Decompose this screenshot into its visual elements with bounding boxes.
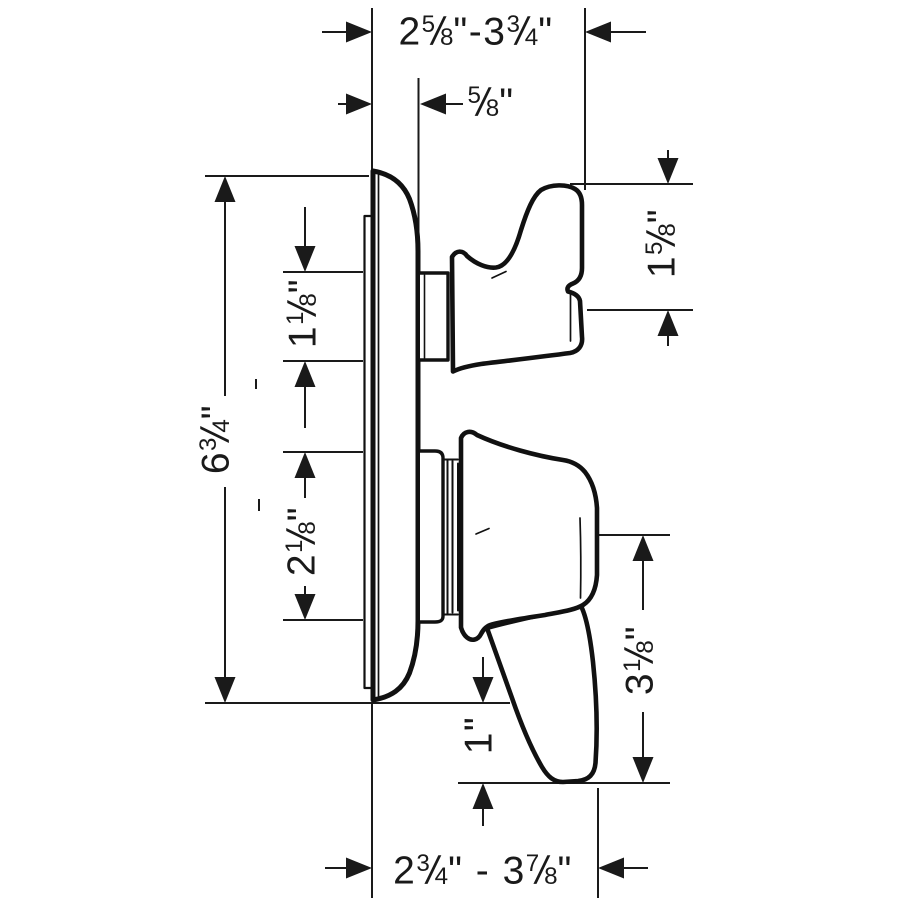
arrowhead-up [294, 361, 316, 387]
upper-handle [449, 183, 585, 374]
arrowhead-left [598, 857, 624, 879]
arrowhead-up [294, 452, 316, 478]
arrowhead-down [294, 594, 316, 620]
lower-handle-cone [458, 429, 600, 643]
lower-handle-rings-detail [442, 458, 459, 616]
arrowhead-down [657, 158, 679, 184]
lower-handle-lever [484, 603, 599, 785]
line-break-stubs [255, 379, 260, 511]
lower-handle-face-line [579, 517, 582, 599]
dim-plate-height-lines [205, 175, 510, 704]
upper-handle-tick [491, 270, 507, 279]
arrowhead-right [346, 21, 372, 43]
arrowhead-left [420, 93, 446, 115]
mounting-plate-edge [363, 214, 374, 690]
arrowhead-up [632, 535, 654, 561]
dim-lever-drop-lines [472, 657, 494, 826]
arrowhead-right [346, 857, 372, 879]
lower-handle-ring1 [418, 449, 445, 624]
arrowhead-down [472, 677, 494, 703]
lower-handle-tick [475, 527, 490, 535]
dim-plate-depth-lines [338, 78, 463, 248]
arrowhead-up [214, 176, 236, 202]
dim-bottom-width-lines [325, 702, 648, 898]
dim-lower-offset-lines [283, 451, 363, 621]
fixture-drawing [363, 168, 600, 785]
arrowhead-right [346, 93, 372, 115]
arrowhead-up [472, 783, 494, 809]
arrowhead-down [632, 757, 654, 783]
arrowhead-down [214, 677, 236, 703]
dim-upper-handle-height-lines [570, 150, 693, 346]
escutcheon-plate [370, 168, 421, 703]
upper-handle-hub [418, 271, 450, 362]
dim-upper-offset-lines [283, 207, 363, 428]
dimension-annotations [205, 8, 693, 898]
arrowhead-down [294, 246, 316, 272]
dim-top-width-lines [322, 8, 646, 190]
arrowhead-left [585, 21, 611, 43]
arrowhead-up [657, 310, 679, 336]
